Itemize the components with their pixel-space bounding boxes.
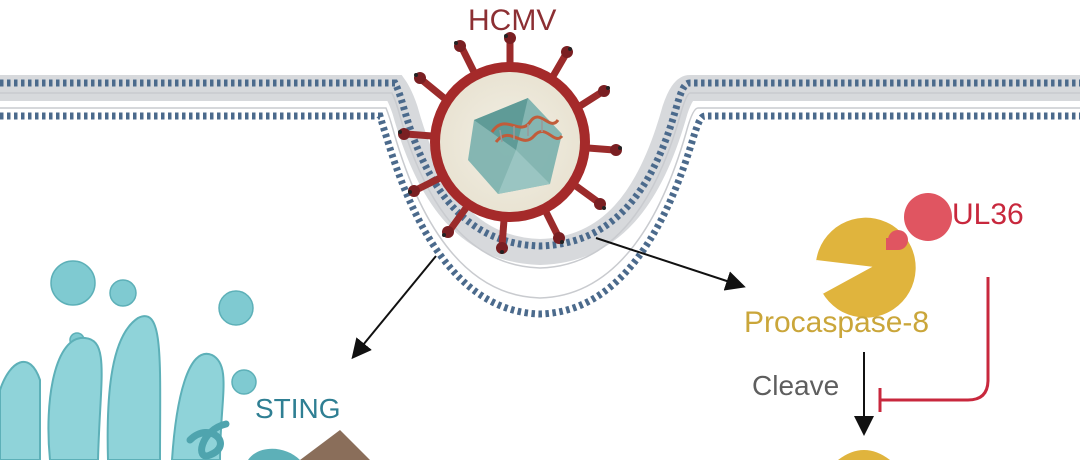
arrow-to-procaspase	[595, 237, 746, 291]
procaspase-label: Procaspase-8	[744, 306, 930, 339]
golgi-icon	[0, 260, 370, 460]
sting-label: STING	[255, 393, 341, 424]
active-caspase-partial	[838, 450, 890, 460]
cleave-label: Cleave	[752, 370, 840, 401]
ul36-icon	[886, 193, 952, 250]
arrow-to-sting	[351, 255, 437, 360]
virus-label: HCMV	[468, 4, 557, 37]
inhibition-line	[880, 277, 990, 402]
ul36-label: UL36	[952, 198, 1024, 231]
virus-icon	[398, 32, 622, 254]
membrane	[0, 75, 1080, 318]
